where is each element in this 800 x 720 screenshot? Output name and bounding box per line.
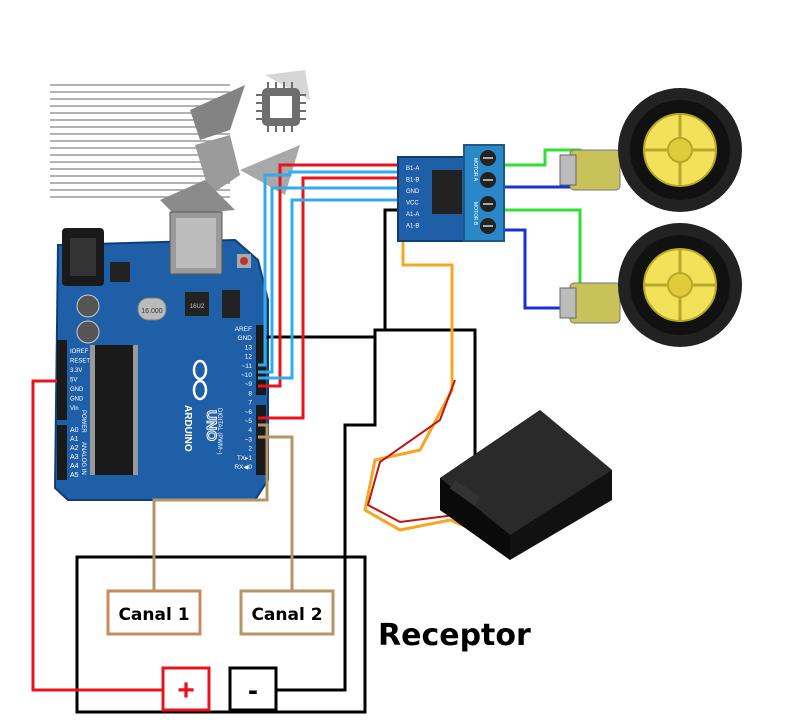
crystal-label: 16.000 xyxy=(141,308,163,315)
header-analog xyxy=(57,425,67,480)
capacitor xyxy=(76,294,100,318)
wire-motor-b-blue xyxy=(498,228,575,310)
board-model: UNO xyxy=(204,410,220,441)
battery-pack xyxy=(440,410,612,560)
pin-label: 13 xyxy=(245,344,253,351)
pin-label: B1-A xyxy=(406,166,419,172)
pin-label: A3 xyxy=(70,454,79,461)
pin-label: GND xyxy=(238,335,253,342)
wire-vcc-orange xyxy=(363,220,511,547)
pin-label: 7 xyxy=(248,400,252,407)
pin-label: VCC xyxy=(406,201,419,207)
wire-motor-b-green xyxy=(498,208,582,290)
wire-signal-cyan-3 xyxy=(258,198,400,380)
pin-label: A1-B xyxy=(406,224,419,230)
wire-signal-cyan-1 xyxy=(258,170,400,367)
pin-label: 5V xyxy=(70,378,77,384)
pin-label: GND xyxy=(70,387,84,393)
receptor-title: Receptor xyxy=(378,618,531,653)
atmega-chip xyxy=(95,345,133,475)
channel-2-box xyxy=(239,589,335,636)
wire-channel-2 xyxy=(258,435,294,591)
pin-label: B1-B xyxy=(406,178,419,184)
driver-pin-labels: B1-A B1-B GND VCC A1-A A1-B xyxy=(406,166,420,230)
arduino-uno-board: 16.000 16U2 ARDUINO UNO DIGITAL (PWM~) P… xyxy=(53,211,269,501)
header-digital-low xyxy=(256,405,266,475)
digital-pin-labels: AREF GND 13 12 ~11 ~10 ~9 8 7 ~6 ~5 4 ~3 2TX▸1RX◀0 xyxy=(234,326,252,471)
pin-label: 2 xyxy=(248,446,252,453)
pin-label: 8 xyxy=(248,390,252,397)
pin-label: AREF xyxy=(235,326,252,333)
receptor-box xyxy=(75,555,367,714)
motor-driver-board: MOTOR A MOTOR B B1-A B1-B GND VCC A1-A A1-B xyxy=(397,144,505,242)
wires xyxy=(31,148,582,692)
pin-label: ~5 xyxy=(245,418,253,425)
pin-label: ~10 xyxy=(241,372,252,379)
pin-label: ~9 xyxy=(245,381,253,388)
header-power xyxy=(57,340,67,420)
wire-signal-red-1 xyxy=(258,163,400,388)
motor-wheel-top xyxy=(559,88,742,212)
wire-gnd-driver xyxy=(383,208,400,330)
header-digital-high xyxy=(256,325,266,395)
power-pin-labels: IOREF RESET 3.3V 5V GND GND Vin xyxy=(70,349,90,412)
pin-label: 3.3V xyxy=(70,368,82,374)
pin-label: A0 xyxy=(70,427,79,434)
pin-label: ~6 xyxy=(245,409,253,416)
wire-battery-red xyxy=(366,379,456,524)
board-name: ARDUINO xyxy=(182,405,193,452)
pin-label: TX▸1 xyxy=(237,455,253,462)
motor-wheel-bottom xyxy=(559,223,742,347)
chip-16u2-label: 16U2 xyxy=(190,304,205,310)
pin-label: 12 xyxy=(245,354,253,361)
pin-label: GND xyxy=(70,397,84,403)
pin-label: IOREF xyxy=(70,349,89,355)
analog-label: ANALOG IN xyxy=(80,442,86,475)
channel-1-label: Canal 1 xyxy=(118,605,189,625)
pin-label: A5 xyxy=(70,472,79,479)
motor-label-a: MOTOR A xyxy=(472,158,478,182)
motor-label-b: MOTOR B xyxy=(472,202,478,226)
pin-label: GND xyxy=(406,189,420,195)
power-label: POWER xyxy=(80,410,86,433)
pin-label: A1-A xyxy=(406,212,419,218)
pin-label: A2 xyxy=(70,445,79,452)
wire-5v-red xyxy=(31,379,163,692)
capacitor xyxy=(76,320,100,344)
pin-label: Vin xyxy=(70,406,79,412)
wire-gnd-black xyxy=(276,328,477,692)
minus-label: - xyxy=(248,674,258,707)
pin-label: 4 xyxy=(248,427,252,434)
wire-signal-cyan-2 xyxy=(258,186,400,374)
receptor: Canal 1 Canal 2 + - Receptor xyxy=(75,555,531,714)
pin-label: A1 xyxy=(70,436,79,443)
pin-label: A4 xyxy=(70,463,79,470)
pin-label: ~3 xyxy=(245,436,253,443)
plus-label: + xyxy=(177,674,195,707)
pin-label: RX◀0 xyxy=(234,464,252,471)
plus-terminal xyxy=(161,666,211,712)
pin-label: RESET xyxy=(70,359,90,365)
wire-channel-1 xyxy=(152,423,269,591)
channel-1-box xyxy=(106,589,202,636)
digital-label: DIGITAL (PWM~) xyxy=(216,408,222,455)
channel-2-label: Canal 2 xyxy=(251,605,322,625)
wire-signal-red-2 xyxy=(258,176,400,420)
fritzing-logo xyxy=(50,70,310,215)
pin-label: ~11 xyxy=(241,363,252,370)
